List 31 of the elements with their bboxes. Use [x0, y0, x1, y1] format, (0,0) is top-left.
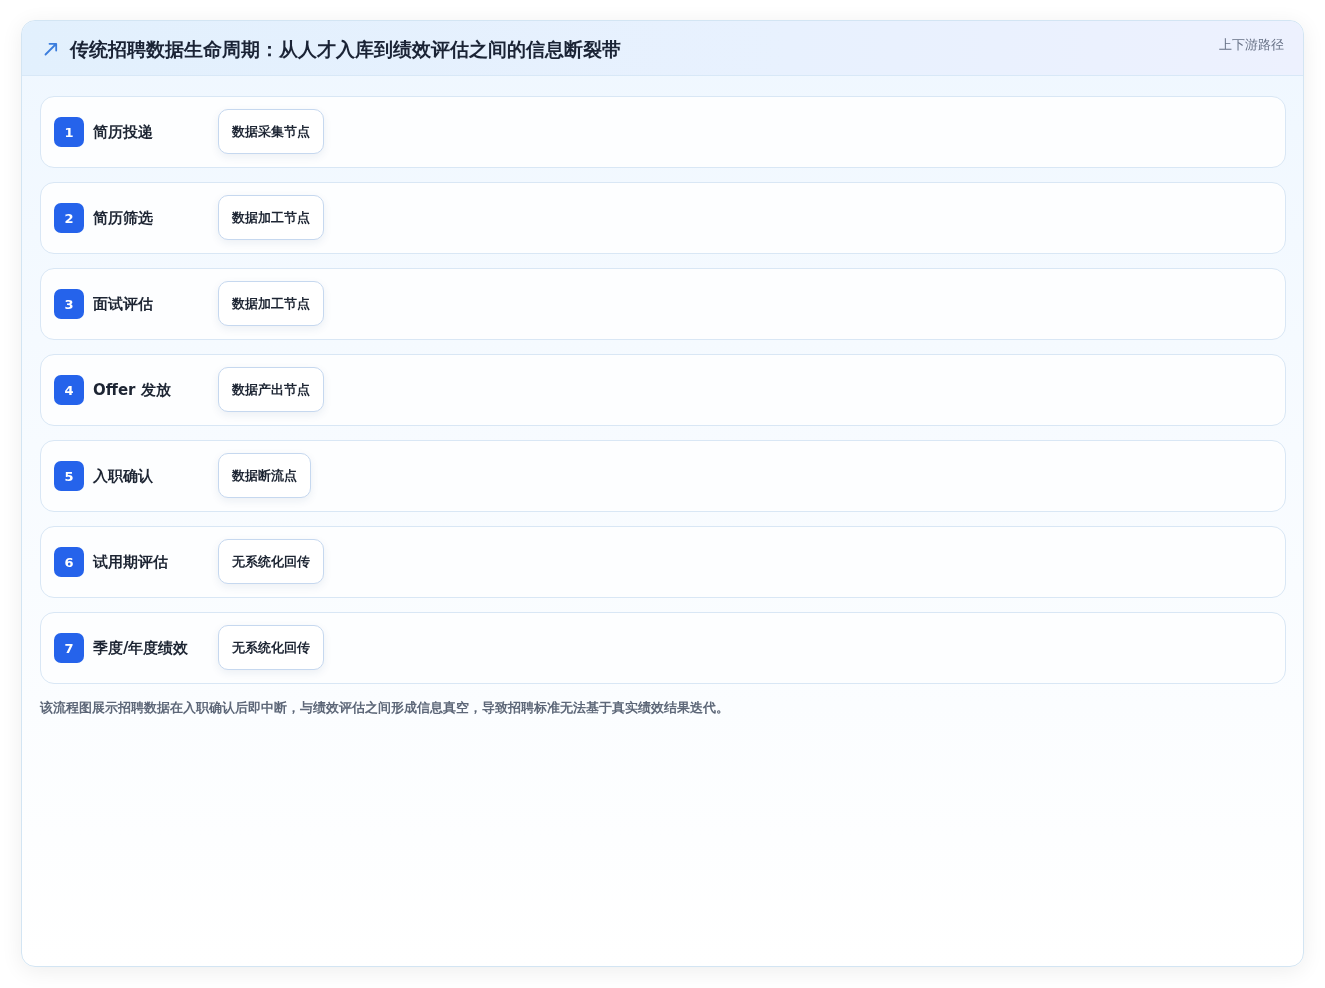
- status-tag: 无系统化回传: [218, 539, 324, 584]
- step-number-badge: 1: [54, 117, 84, 147]
- step-name: Offer 发放: [93, 380, 171, 400]
- step-name: 简历投递: [93, 122, 153, 142]
- status-tag: 数据采集节点: [218, 109, 324, 154]
- title: 传统招聘数据生命周期：从人才入库到绩效评估之间的信息断裂带: [70, 37, 621, 62]
- step-name: 试用期评估: [93, 552, 168, 572]
- step-number-badge: 4: [54, 375, 84, 405]
- step-number-badge: 5: [54, 461, 84, 491]
- step-row: [40, 526, 1286, 598]
- caption: 该流程图展示招聘数据在入职确认后即中断，与绩效评估之间形成信息真空，导致招聘标准无法基于真实绩效结果迭代。: [40, 699, 729, 717]
- step-name: 面试评估: [93, 294, 153, 314]
- step-row: [40, 440, 1286, 512]
- step-row: [40, 96, 1286, 168]
- status-tag: 数据断流点: [218, 453, 311, 498]
- step-name: 入职确认: [93, 466, 153, 486]
- step-row: [40, 182, 1286, 254]
- step-row: [40, 354, 1286, 426]
- status-tag: 无系统化回传: [218, 625, 324, 670]
- step-row: [40, 268, 1286, 340]
- status-tag: 数据加工节点: [218, 281, 324, 326]
- step-number-badge: 3: [54, 289, 84, 319]
- status-tag: 数据产出节点: [218, 367, 324, 412]
- step-number-badge: 6: [54, 547, 84, 577]
- status-tag: 数据加工节点: [218, 195, 324, 240]
- step-number-badge: 2: [54, 203, 84, 233]
- step-name: 季度/年度绩效: [93, 638, 189, 658]
- step-name: 简历筛选: [93, 208, 153, 228]
- step-row: [40, 612, 1286, 684]
- header-label: 上下游路径: [1219, 36, 1284, 54]
- step-number-badge: 7: [54, 633, 84, 663]
